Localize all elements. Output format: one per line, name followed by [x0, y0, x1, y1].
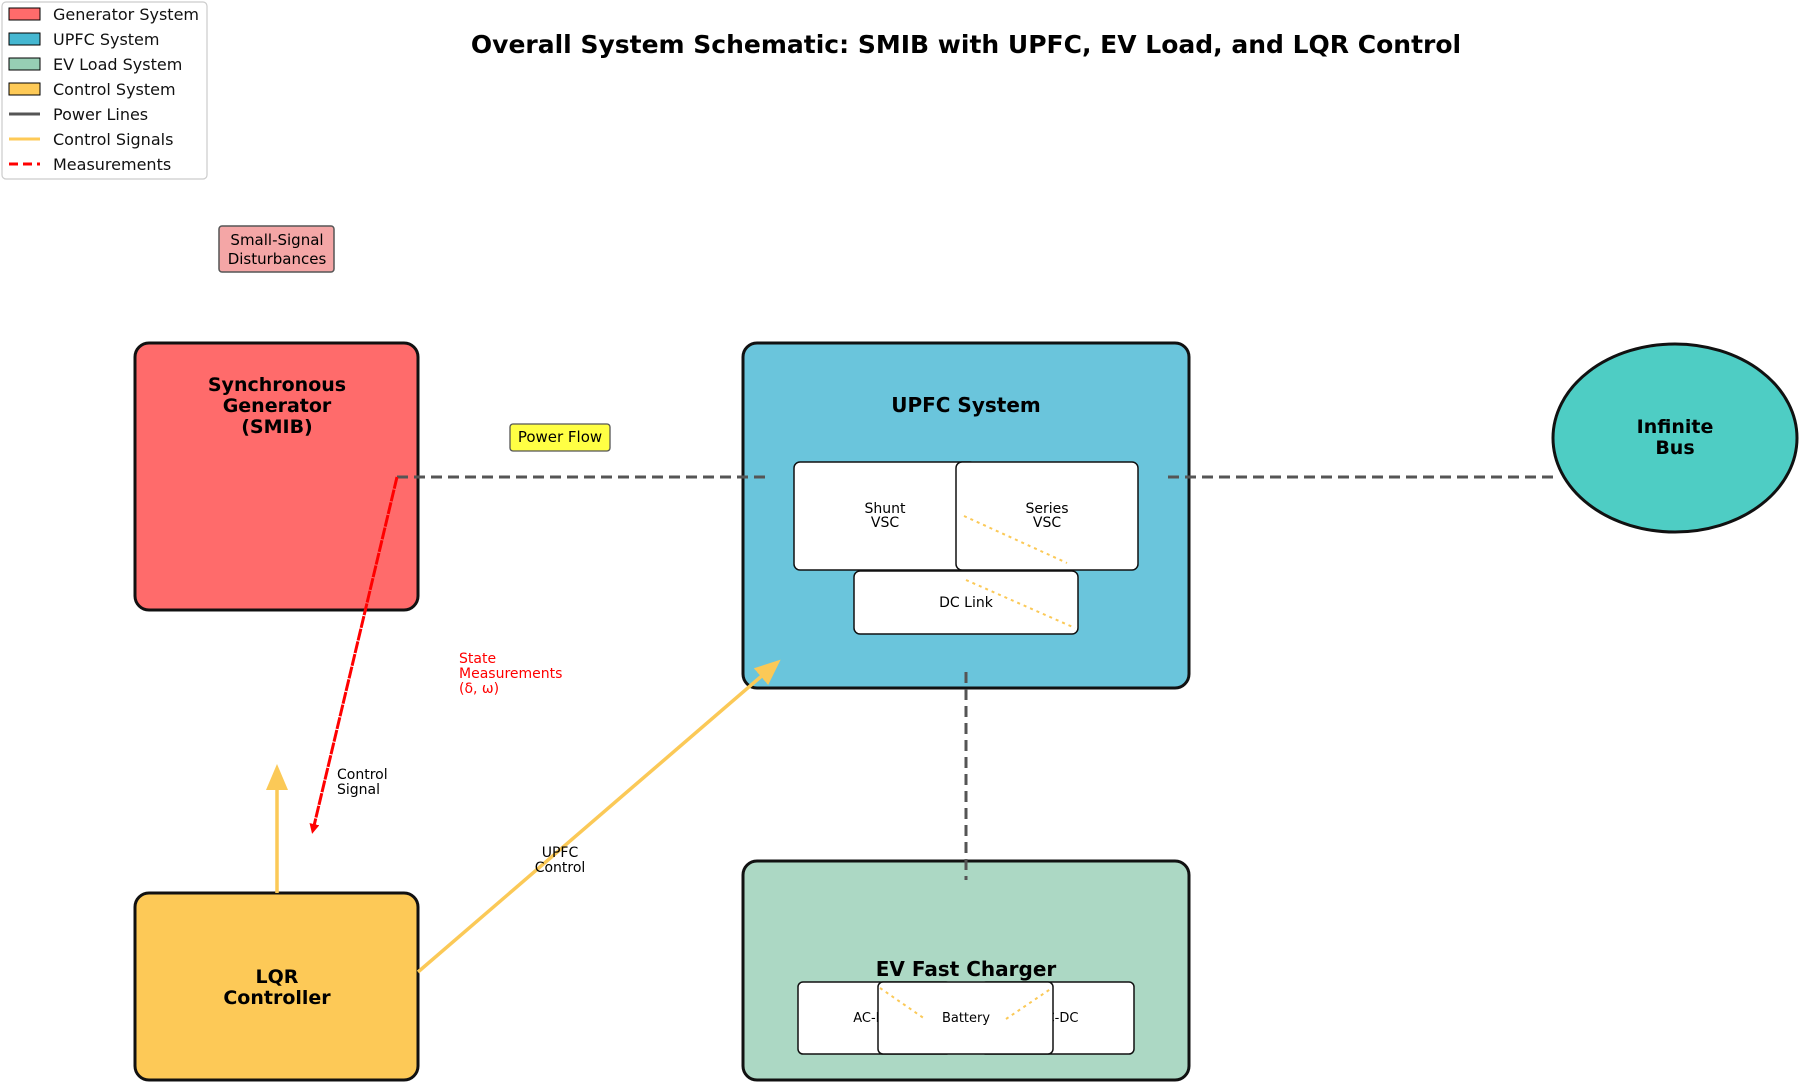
- upfc-control-line-1: UPFC: [542, 845, 579, 861]
- legend-label: EV Load System: [53, 55, 182, 74]
- shunt-vsc-label-line-2: VSC: [871, 515, 899, 531]
- power-flow-box: [509, 423, 611, 452]
- state-measurements-line-3: (δ, ω): [459, 681, 499, 697]
- legend-item-ev-load-system: EV Load System: [8, 55, 182, 74]
- legend-item-measurements: Measurements: [9, 155, 171, 174]
- power-flow-text: Power Flow: [518, 428, 602, 446]
- generator-label-line-1: Synchronous: [208, 374, 346, 396]
- state-measurements-label: State Measurements (δ, ω): [459, 651, 562, 697]
- dc-link-box: [853, 570, 1079, 635]
- legend-item-control-signals: Control Signals: [9, 130, 173, 149]
- series-vsc-label-line-2: VSC: [1033, 515, 1061, 531]
- legend-label: Power Lines: [53, 105, 148, 124]
- generator-label-line-3: (SMIB): [241, 416, 313, 438]
- state-measurements-line-2: Measurements: [459, 666, 562, 682]
- legend-swatch: [8, 32, 41, 46]
- control-signal-line-1: Control: [337, 767, 388, 783]
- legend-label: Generator System: [53, 5, 199, 24]
- disturbances-line-2: Disturbances: [228, 250, 327, 268]
- upfc-label: UPFC System: [891, 393, 1041, 417]
- legend-item-control-system: Control System: [8, 80, 176, 99]
- legend-label: Control Signals: [53, 130, 173, 149]
- battery-dc-dc-connector: [1005, 987, 1053, 1020]
- diagram-title: Overall System Schematic: SMIB with UPFC…: [471, 30, 1461, 59]
- infinite-bus-label-line-2: Bus: [1655, 437, 1694, 459]
- infinite-bus-label-line-1: Infinite: [1637, 416, 1714, 438]
- infinite-bus-block: Infinite Bus: [1551, 342, 1799, 534]
- series-vsc-label-line-1: Series: [1025, 501, 1068, 517]
- state-measurements-line-1: State: [459, 651, 496, 667]
- upfc-control-line-2: Control: [535, 860, 586, 876]
- control-signal-line-2: Signal: [337, 782, 380, 798]
- legend-label: UPFC System: [53, 30, 159, 49]
- upfc-control-arrow: [416, 659, 781, 974]
- legend-label: Measurements: [53, 155, 171, 174]
- legend-swatch: [8, 82, 41, 96]
- upfc-control-label: UPFC Control: [535, 845, 586, 876]
- disturbances-line-1: Small-Signal: [230, 231, 323, 249]
- dc-link-block: DC Link: [853, 570, 1079, 635]
- dc-link-label: DC Link: [939, 595, 994, 611]
- legend-item-power-lines: Power Lines: [9, 105, 148, 124]
- legend-item-upfc-system: UPFC System: [8, 30, 159, 49]
- ac-dc-battery-connector: [879, 987, 926, 1020]
- control-signal-label: Control Signal: [337, 767, 388, 798]
- power-lines: [397, 475, 1556, 880]
- battery-block: Battery: [877, 981, 1054, 1055]
- series-vsc-block: Series VSC: [955, 461, 1139, 571]
- legend-frame: [1, 1, 208, 180]
- generator-label-line-2: Generator: [223, 395, 332, 417]
- legend: Generator System UPFC System EV Load Sys…: [1, 1, 208, 180]
- battery-box: [877, 981, 1054, 1055]
- generator-block: Synchronous Generator (SMIB): [133, 341, 420, 612]
- ev-charger-label: EV Fast Charger: [876, 957, 1057, 981]
- power-flow-label: Power Flow: [509, 423, 611, 452]
- legend-swatch: [8, 7, 41, 21]
- lqr-label-line-2: Controller: [223, 987, 331, 1009]
- legend-label: Control System: [53, 80, 176, 99]
- battery-label: Battery: [942, 1011, 990, 1026]
- legend-item-generator-system: Generator System: [8, 5, 199, 24]
- legend-swatch: [8, 57, 41, 71]
- upfc-block: UPFC System Shunt VSC Series VSC DC Link: [741, 341, 1191, 690]
- disturbances-box: [218, 225, 335, 273]
- shunt-vsc-label-line-1: Shunt: [865, 501, 907, 517]
- series-dc-link-connector: [963, 515, 1068, 564]
- lqr-block: LQR Controller: [133, 891, 420, 1082]
- series-vsc-box: [955, 461, 1139, 571]
- ev-charger-block: EV Fast Charger AC-DC DC-DC Battery: [741, 859, 1191, 1082]
- lqr-label-line-1: LQR: [256, 966, 299, 988]
- shunt-vsc-block: Shunt VSC: [793, 461, 977, 571]
- dc-link-connector: [965, 579, 1076, 629]
- measurement-arrow: [309, 476, 399, 834]
- disturbances-label: Small-Signal Disturbances: [218, 225, 335, 273]
- infinite-bus-ellipse: [1551, 342, 1799, 534]
